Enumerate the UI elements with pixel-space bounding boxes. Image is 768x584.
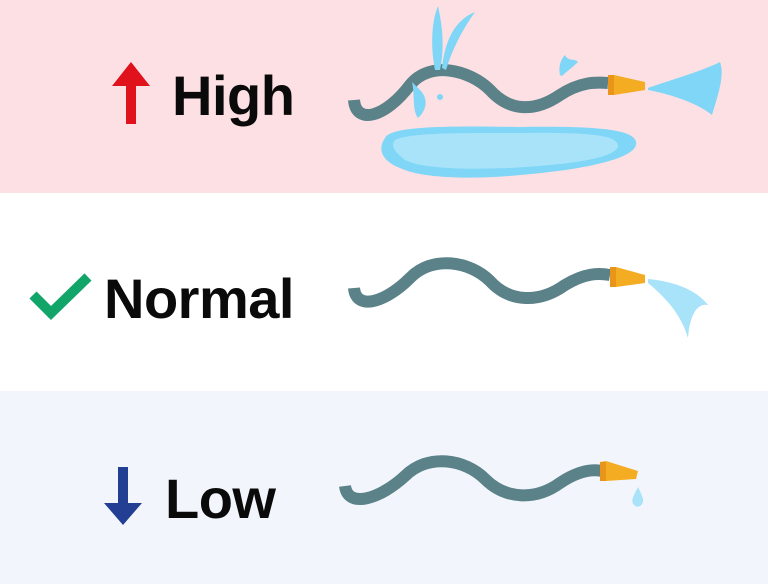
normal-hose-illustration <box>348 257 708 338</box>
leaking-hose-illustration <box>348 6 722 178</box>
row-low: Low <box>0 391 768 584</box>
arrow-down-icon <box>104 467 142 525</box>
water-drop <box>632 487 644 507</box>
level-label-low: Low <box>165 467 276 530</box>
puddle <box>381 126 637 178</box>
level-label-normal: Normal <box>104 267 294 330</box>
water-spray <box>648 279 708 338</box>
level-label-high: High <box>172 64 295 127</box>
checkmark-icon <box>29 273 92 321</box>
water-spray <box>412 6 722 118</box>
row-normal: Normal <box>0 193 768 391</box>
low-hose-illustration <box>339 455 644 507</box>
row-high: High <box>0 0 768 193</box>
